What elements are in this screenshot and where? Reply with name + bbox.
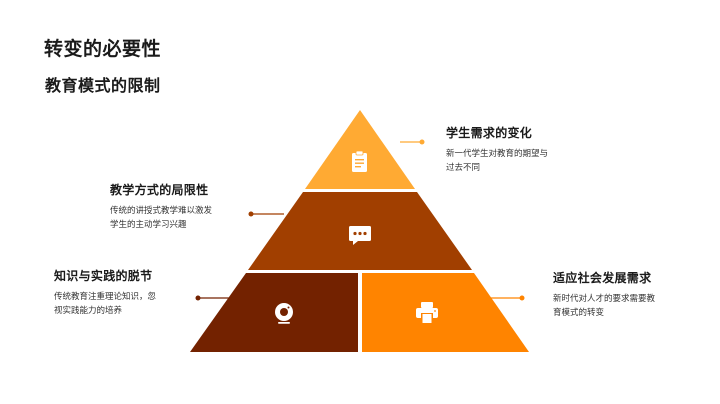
webcam-icon bbox=[275, 303, 293, 324]
connector-top bbox=[400, 139, 425, 145]
label-heading: 知识与实践的脱节 bbox=[54, 269, 153, 283]
slide-title: 转变的必要性 bbox=[44, 38, 162, 60]
label-theory-practice-gap: 知识与实践的脱节 传统教育注重理论知识，忽 视实践能力的培养 bbox=[54, 267, 156, 318]
label-heading: 适应社会发展需求 bbox=[553, 271, 652, 285]
label-description-line: 学生的主动学习兴趣 bbox=[110, 220, 187, 230]
label-description-line: 视实践能力的培养 bbox=[54, 306, 123, 316]
connector-bottom-left bbox=[195, 295, 229, 301]
label-social-demands: 适应社会发展需求 新时代对人才的要求需要教 育模式的转变 bbox=[553, 269, 655, 320]
label-description-line: 过去不同 bbox=[446, 163, 481, 173]
label-student-needs: 学生需求的变化 新一代学生对教育的期望与 过去不同 bbox=[446, 124, 548, 175]
chat-bubble-icon bbox=[349, 226, 371, 245]
connector-middle bbox=[248, 211, 284, 217]
printer-icon bbox=[416, 302, 438, 323]
label-description-line: 传统教育注重理论知识，忽 bbox=[54, 292, 157, 302]
label-heading: 教学方式的局限性 bbox=[110, 183, 209, 197]
clipboard-icon bbox=[352, 150, 367, 172]
label-description-line: 育模式的转变 bbox=[553, 308, 605, 318]
label-description-line: 传统的讲授式教学难以激发 bbox=[110, 206, 213, 216]
label-heading: 学生需求的变化 bbox=[446, 126, 533, 140]
pyramid-tier-bottom-right bbox=[362, 273, 529, 352]
label-description-line: 新时代对人才的要求需要教 bbox=[553, 294, 656, 304]
connector-bottom-right bbox=[490, 295, 525, 301]
label-teaching-limits: 教学方式的局限性 传统的讲授式教学难以激发 学生的主动学习兴趣 bbox=[110, 181, 212, 232]
label-description-line: 新一代学生对教育的期望与 bbox=[446, 149, 549, 159]
pyramid-tier-bottom-left bbox=[190, 273, 358, 352]
pyramid-tier-top bbox=[305, 110, 415, 189]
slide-subtitle: 教育模式的限制 bbox=[45, 76, 161, 95]
